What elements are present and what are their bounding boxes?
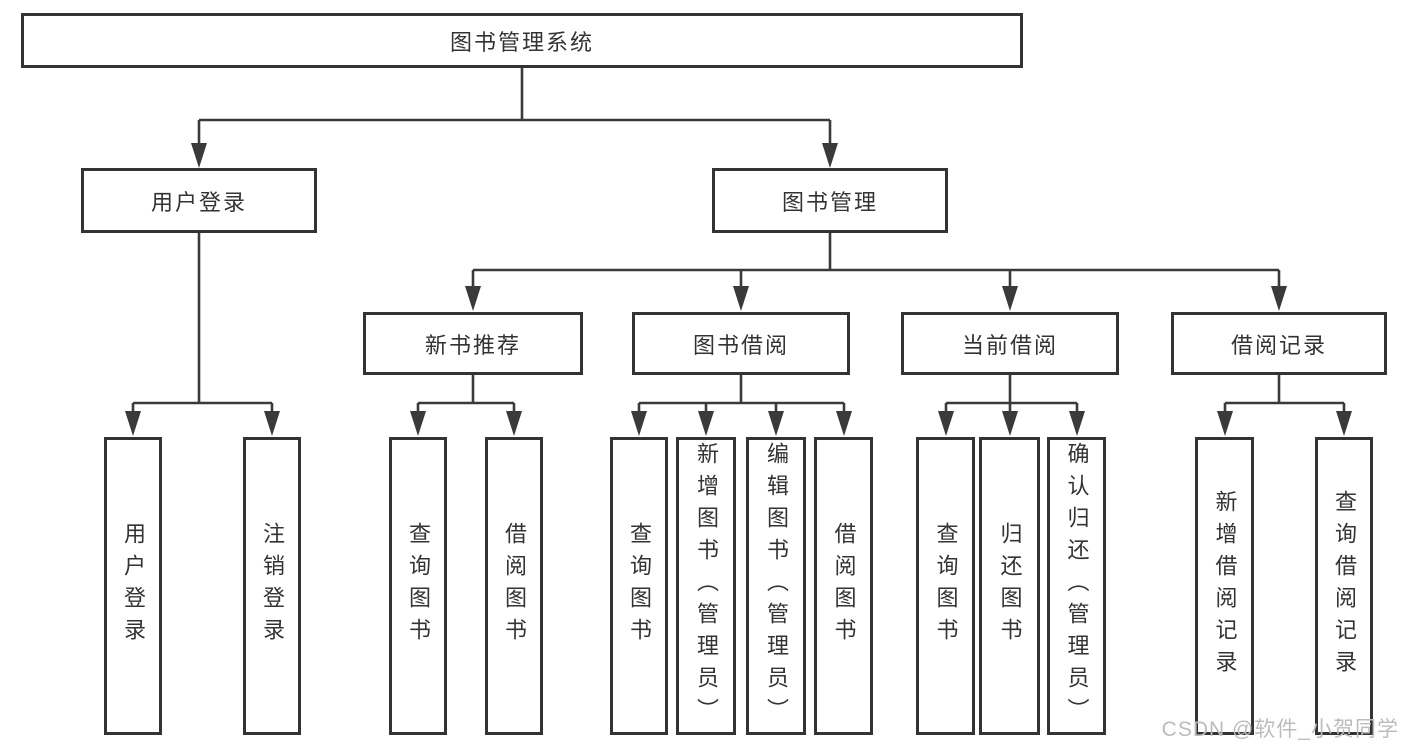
leaf-label: 归还图书 <box>997 522 1023 650</box>
node-library-management-system: 图书管理系统 <box>21 13 1023 68</box>
leaf-query-books-recommend: 查询图书 <box>389 437 447 735</box>
node-new-book-recommend: 新书推荐 <box>363 312 583 375</box>
leaf-label: 新增借阅记录 <box>1212 490 1238 682</box>
leaf-borrow-books-borrowing: 借阅图书 <box>814 437 873 735</box>
leaf-return-books: 归还图书 <box>979 437 1040 735</box>
node-label: 图书管理系统 <box>449 29 594 55</box>
leaf-label: 新增图书（管理员） <box>694 442 719 730</box>
leaf-label: 借阅图书 <box>831 522 857 650</box>
node-book-borrowing: 图书借阅 <box>632 312 850 375</box>
leaf-label: 查询借阅记录 <box>1332 490 1357 682</box>
leaf-edit-book-admin: 编辑图书（管理员） <box>746 437 806 735</box>
arrowheads <box>125 143 1352 436</box>
node-label: 当前借阅 <box>961 332 1058 358</box>
node-book-management: 图书管理 <box>712 168 948 233</box>
leaf-label: 注销登录 <box>260 522 285 650</box>
node-borrowing-records: 借阅记录 <box>1171 312 1387 375</box>
leaf-label: 编辑图书（管理员） <box>764 442 789 730</box>
leaf-label: 借阅图书 <box>502 522 527 650</box>
leaf-label: 查询图书 <box>933 522 959 650</box>
node-label: 新书推荐 <box>424 332 521 358</box>
leaf-query-books-current: 查询图书 <box>916 437 975 735</box>
leaf-label: 用户登录 <box>121 522 146 650</box>
leaf-logout: 注销登录 <box>243 437 301 735</box>
leaf-add-book-admin: 新增图书（管理员） <box>676 437 736 735</box>
leaf-label: 确认归还（管理员） <box>1064 442 1090 730</box>
node-label: 借阅记录 <box>1230 332 1327 358</box>
node-label: 图书借阅 <box>692 332 789 358</box>
leaf-add-borrow-record: 新增借阅记录 <box>1195 437 1254 735</box>
node-current-borrowing: 当前借阅 <box>901 312 1119 375</box>
leaf-query-borrow-record: 查询借阅记录 <box>1315 437 1373 735</box>
leaf-user-login: 用户登录 <box>104 437 162 735</box>
node-label: 图书管理 <box>781 189 878 215</box>
leaf-borrow-books-recommend: 借阅图书 <box>485 437 543 735</box>
leaf-label: 查询图书 <box>627 522 652 650</box>
leaf-query-books-borrowing: 查询图书 <box>610 437 668 735</box>
leaf-confirm-return-admin: 确认归还（管理员） <box>1047 437 1106 735</box>
node-user-login: 用户登录 <box>81 168 317 233</box>
leaf-label: 查询图书 <box>406 522 431 650</box>
node-label: 用户登录 <box>150 189 247 215</box>
